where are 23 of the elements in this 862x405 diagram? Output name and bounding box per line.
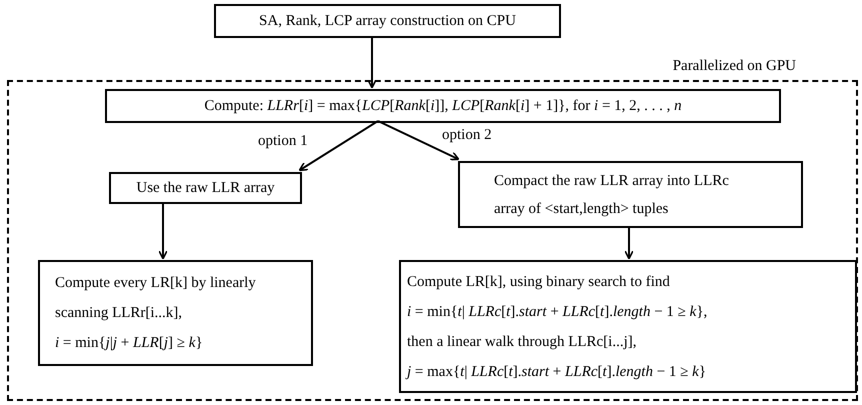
box-text: j = max{t| LLRc[t].start + LLRc[t].length − 1 ≥ k} [407,362,708,382]
box-text: Compute: LLRr[i] = max{LCP[Rank[i]], LCP[Rank[i] + 1]}, for i = 1, 2, . . . , n [204,96,682,116]
arrow [158,202,168,260]
arrow [624,226,634,260]
process-box [399,260,857,393]
region-label: Parallelized on GPU [672,57,796,76]
box-text: then a linear walk through LLRc[i...j], [407,332,638,352]
box-text: i = min{j|j + LLR[j] ≥ k} [55,334,204,353]
edge-label: option 1 [258,132,308,150]
process-box [109,172,302,204]
process-box [38,260,313,366]
arrow [378,120,460,160]
box-text: Use the raw LLR array [136,178,275,198]
box-text: Compact the raw LLR array into LLRc array of <start,length> tuples [494,172,730,218]
arrow [298,120,379,172]
arrow [367,38,377,89]
process-box [458,161,803,228]
box-text: SA, Rank, LCP array construction on CPU [259,12,516,31]
edge-label: option 2 [442,126,492,144]
process-box [214,4,561,38]
box-text: Compute LR[k], using binary search to find [407,272,671,292]
box-text: i = min{t| LLRc[t].start + LLRc[t].length − 1 ≥ k}, [407,302,708,322]
process-box [105,89,781,123]
